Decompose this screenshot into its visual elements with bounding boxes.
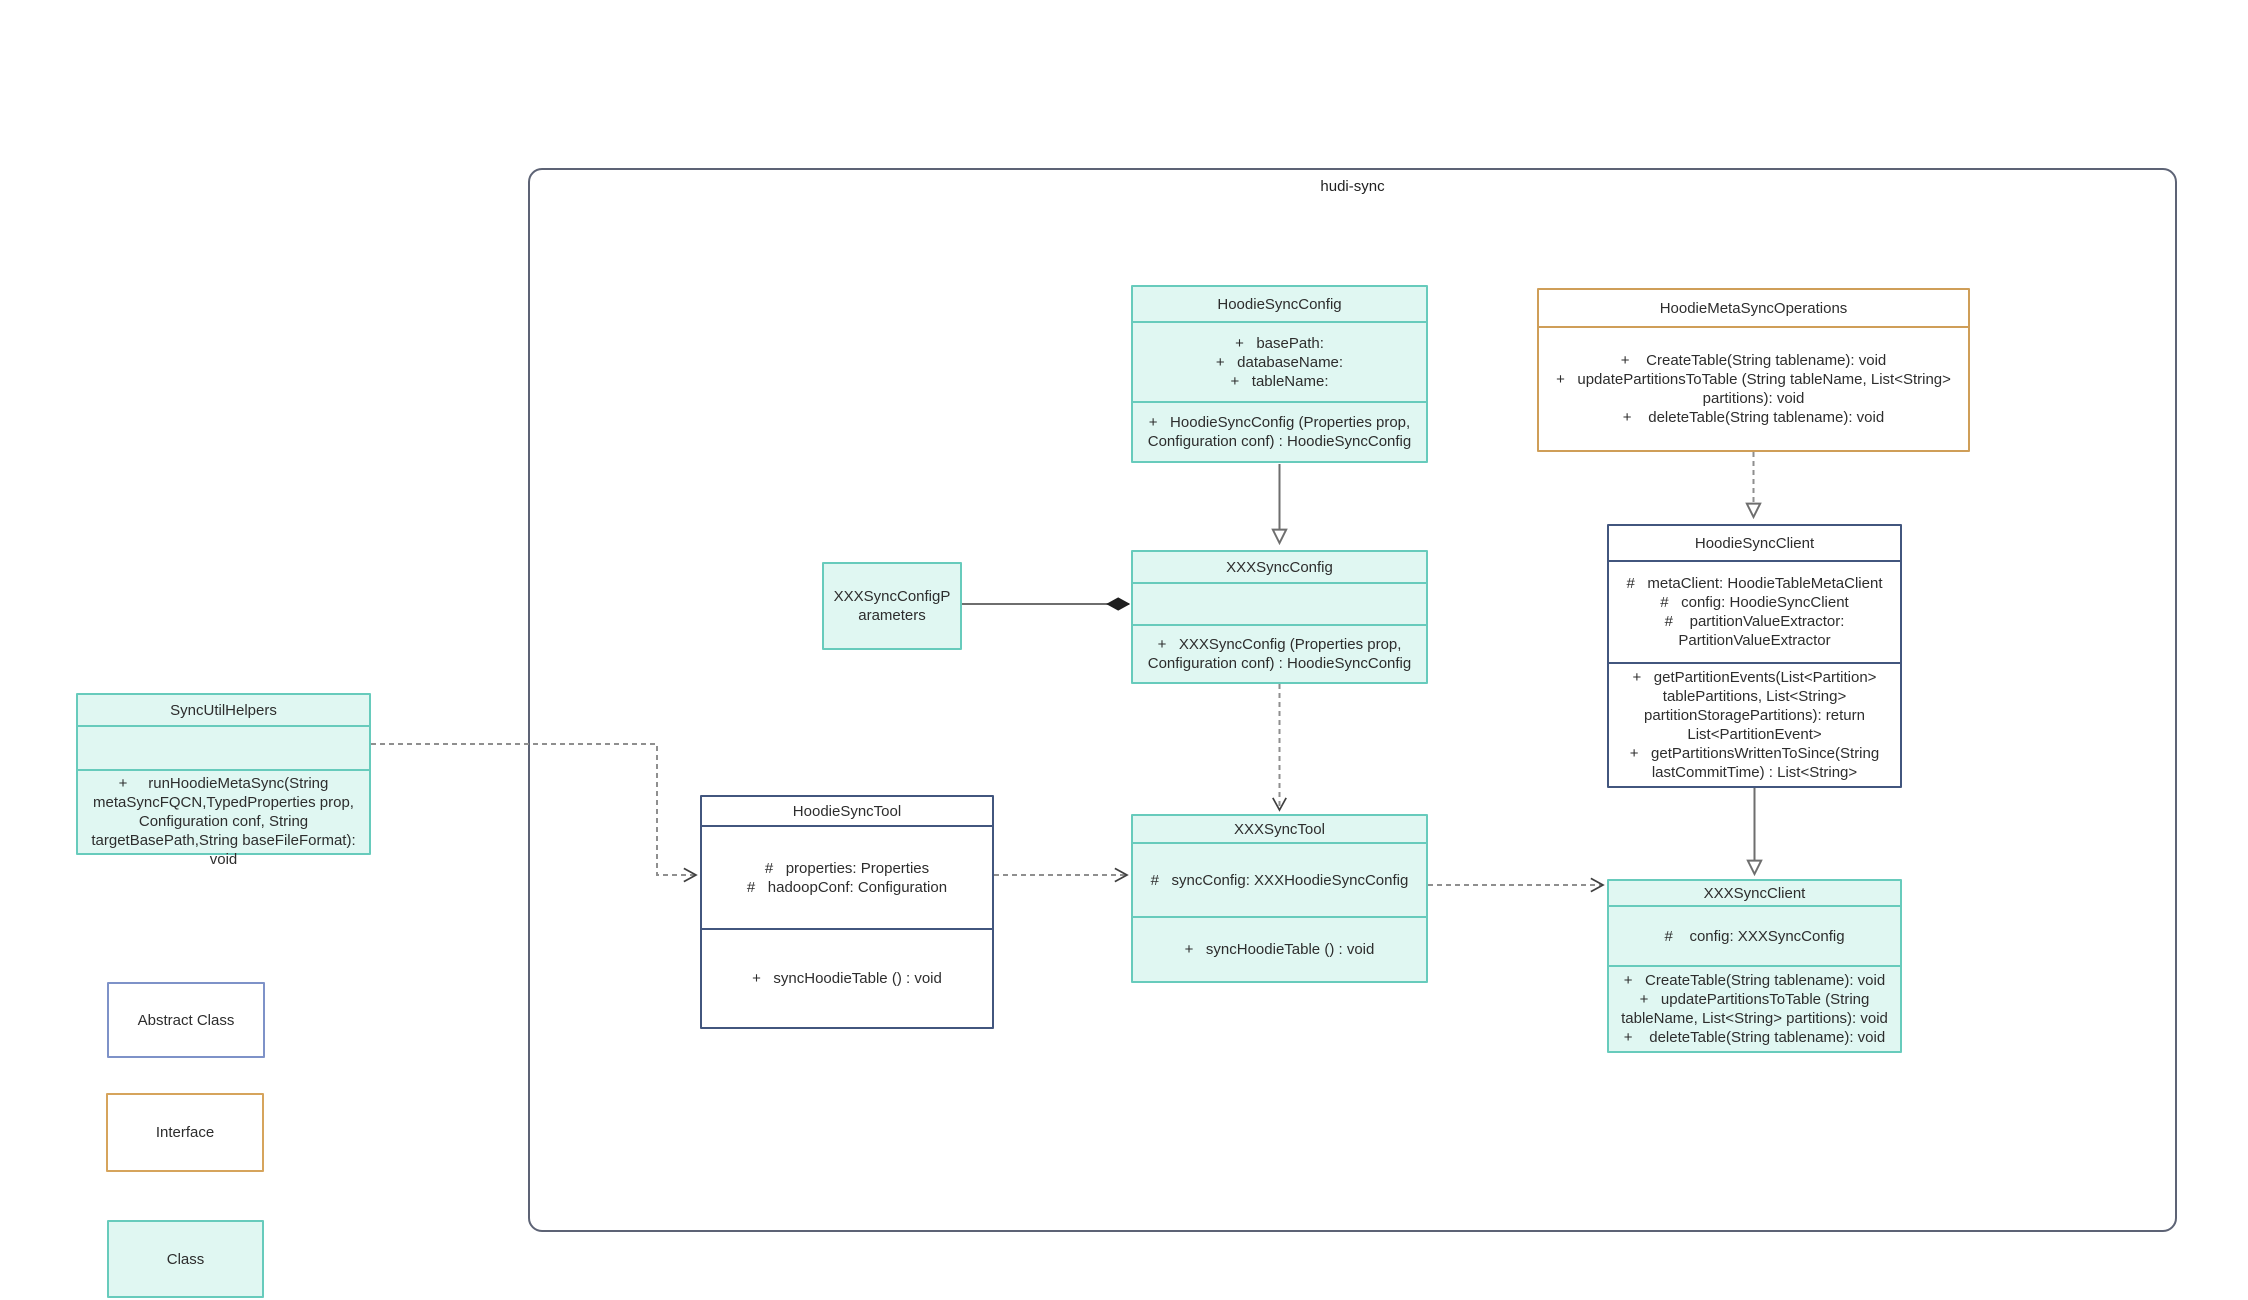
- class-method: + getPartitionEvents(List<Partition> tab…: [1632, 669, 1881, 743]
- class-method: + CreateTable(String tablename): void: [1623, 972, 1886, 989]
- abstract-class-box-hoodie-sync-client: HoodieSyncClient # metaClient: HoodieTab…: [1607, 524, 1902, 788]
- class-attribute: # config: HoodieSyncClient: [1660, 594, 1849, 611]
- class-methods-section: + syncHoodieTable () : void: [1133, 916, 1426, 981]
- class-attributes-section: # config: XXXSyncConfig: [1609, 905, 1900, 965]
- legend-interface: Interface: [106, 1093, 264, 1172]
- class-method: + syncHoodieTable () : void: [1184, 941, 1375, 958]
- class-attributes-section: # metaClient: HoodieTableMetaClient # co…: [1609, 560, 1900, 662]
- class-method: + XXXSyncConfig (Properties prop, Config…: [1147, 636, 1412, 672]
- class-title: XXXSyncTool: [1234, 820, 1325, 838]
- class-title: HoodieMetaSyncOperations: [1659, 299, 1848, 317]
- class-attributes-section: # properties: Properties # hadoopConf: C…: [702, 825, 992, 928]
- class-method: + deleteTable(String tablename): void: [1623, 1029, 1886, 1046]
- class-title: HoodieSyncTool: [792, 802, 902, 820]
- class-box-xxx-sync-config: XXXSyncConfig + XXXSyncConfig (Propertie…: [1131, 550, 1428, 684]
- abstract-class-box-hoodie-sync-tool: HoodieSyncTool # properties: Properties …: [700, 795, 994, 1029]
- legend-class-label: Class: [166, 1250, 205, 1268]
- class-methods-section: + runHoodieMetaSync(String metaSyncFQCN,…: [78, 769, 369, 872]
- class-method: + HoodieSyncConfig (Properties prop, Con…: [1147, 414, 1415, 450]
- class-box-xxx-sync-client: XXXSyncClient # config: XXXSyncConfig + …: [1607, 879, 1902, 1053]
- interface-box-hoodie-meta-sync-operations: HoodieMetaSyncOperations + CreateTable(S…: [1537, 288, 1970, 452]
- class-attribute: # syncConfig: XXXHoodieSyncConfig: [1150, 871, 1409, 889]
- class-attribute: # metaClient: HoodieTableMetaClient: [1626, 575, 1883, 592]
- legend-class: Class: [107, 1220, 264, 1298]
- class-methods-section: + HoodieSyncConfig (Properties prop, Con…: [1133, 401, 1426, 461]
- class-method: + deleteTable(String tablename): void: [1622, 409, 1885, 426]
- class-method: + getPartitionsWrittenToSince(String las…: [1629, 745, 1884, 781]
- class-methods-section: + CreateTable(String tablename): void + …: [1539, 326, 1968, 450]
- class-method: + runHoodieMetaSync(String metaSyncFQCN,…: [91, 775, 360, 868]
- class-attributes-section: # syncConfig: XXXHoodieSyncConfig: [1133, 842, 1426, 916]
- class-title: XXXSyncClient: [1703, 884, 1806, 902]
- legend-interface-label: Interface: [155, 1124, 215, 1141]
- class-attributes-section: [1133, 582, 1426, 624]
- class-title: XXXSyncConfigParameters: [833, 588, 951, 624]
- class-attribute: # properties: Properties: [764, 859, 930, 877]
- class-methods-section: + getPartitionEvents(List<Partition> tab…: [1609, 662, 1900, 786]
- class-box-hoodie-sync-config: HoodieSyncConfig + basePath: + databaseN…: [1131, 285, 1428, 463]
- hudi-sync-container-label: hudi-sync: [1320, 178, 1385, 195]
- class-box-xxx-sync-config-parameters: XXXSyncConfigParameters: [822, 562, 962, 650]
- class-title: HoodieSyncClient: [1694, 534, 1815, 552]
- class-title: XXXSyncConfig: [1226, 558, 1333, 576]
- class-methods-section: + XXXSyncConfig (Properties prop, Config…: [1133, 624, 1426, 682]
- class-attributes-section: + basePath: + databaseName: + tableName:: [1133, 321, 1426, 401]
- class-attribute: # config: XXXSyncConfig: [1664, 927, 1845, 945]
- class-method: + updatePartitionsToTable (String tableN…: [1556, 371, 1956, 407]
- class-box-sync-util-helpers: SyncUtilHelpers + runHoodieMetaSync(Stri…: [76, 693, 371, 868]
- class-attribute: + tableName:: [1230, 372, 1329, 390]
- legend-abstract-class: Abstract Class: [107, 982, 265, 1058]
- class-title: HoodieSyncConfig: [1217, 295, 1342, 313]
- class-method: + CreateTable(String tablename): void: [1620, 352, 1887, 369]
- class-methods-section: + CreateTable(String tablename): void + …: [1609, 965, 1900, 1051]
- class-attribute: + databaseName:: [1215, 353, 1344, 371]
- class-attributes-section: [78, 725, 369, 769]
- class-title: SyncUtilHelpers: [170, 701, 277, 719]
- class-attribute: # hadoopConf: Configuration: [746, 878, 948, 896]
- class-method: + syncHoodieTable () : void: [752, 970, 942, 987]
- class-methods-section: + syncHoodieTable () : void: [702, 928, 992, 1027]
- class-attribute: # partitionValueExtractor: PartitionValu…: [1664, 613, 1849, 649]
- legend-abstract-class-label: Abstract Class: [137, 1011, 235, 1029]
- class-attribute: + basePath:: [1235, 334, 1324, 352]
- class-method: + updatePartitionsToTable (String tableN…: [1621, 991, 1888, 1027]
- hudi-sync-container: [528, 168, 2177, 1232]
- class-box-xxx-sync-tool: XXXSyncTool # syncConfig: XXXHoodieSyncC…: [1131, 814, 1428, 983]
